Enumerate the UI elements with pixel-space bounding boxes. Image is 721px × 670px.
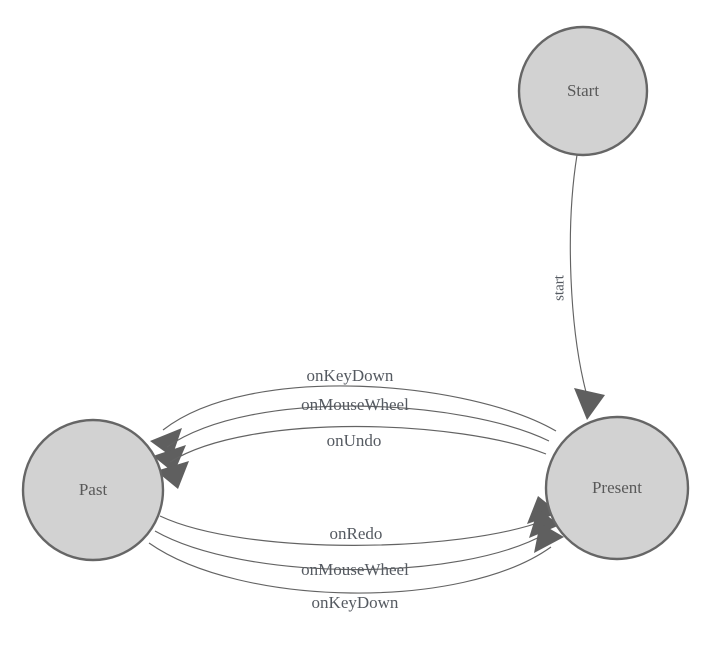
edge-label-present-past-onundo: onUndo [327,431,382,450]
node-past[interactable]: Past [21,418,165,562]
node-present[interactable]: Present [544,415,690,561]
node-start[interactable]: Start [517,25,649,157]
edge-past-to-present-onredo[interactable] [159,496,559,546]
arrowhead-into-past-3 [156,461,189,489]
edge-past-to-present-onkeydown[interactable] [148,523,564,594]
edge-label-past-present-onkeydown: onKeyDown [312,593,399,612]
node-start-label: Start [567,81,599,100]
arrowhead-into-present-3 [534,523,564,553]
edge-start-to-present-path [569,154,587,393]
arrowhead-into-present-top [574,388,605,420]
edge-present-to-past-onmousewheel[interactable] [153,405,550,473]
edge-past-to-present-onredo-path [159,515,547,546]
edge-label-past-present-onredo: onRedo [330,524,383,543]
edge-label-present-past-onmousewheel: onMouseWheel [301,395,409,414]
arrowhead-into-present-1 [527,496,559,524]
edge-present-to-past-onundo[interactable] [156,425,547,490]
edge-present-to-past-onundo-path [169,425,547,463]
edge-past-to-present-onmousewheel[interactable] [154,509,560,571]
node-start-circle [517,25,649,157]
edge-label-past-present-onmousewheel: onMouseWheel [301,560,409,579]
node-present-circle [544,415,690,561]
edge-start-to-present[interactable] [569,154,605,420]
edge-present-to-past-onkeydown-path [162,385,557,432]
edge-label-start: start [551,274,567,301]
arrowhead-into-present-2 [529,509,560,538]
node-past-circle [21,418,165,562]
node-present-label: Present [592,478,642,497]
edge-past-to-present-onkeydown-path [148,542,552,594]
node-past-label: Past [79,480,108,499]
edge-present-to-past-onmousewheel-path [166,405,550,448]
edge-label-group: start onKeyDown onMouseWheel onUndo onRe… [301,274,567,612]
arrowhead-into-past-2 [153,445,186,473]
edge-label-present-past-onkeydown: onKeyDown [307,366,394,385]
edge-past-to-present-onmousewheel-path [154,530,548,571]
